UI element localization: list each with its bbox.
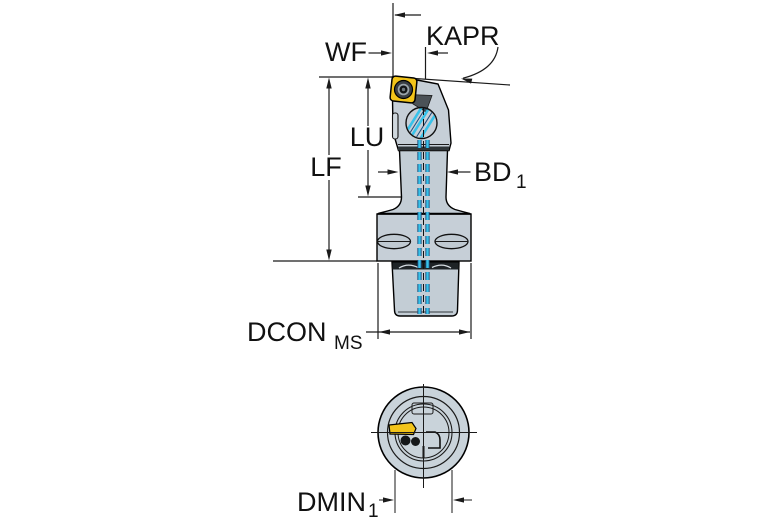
bottom-view	[371, 384, 477, 513]
screw-dot-left	[400, 435, 411, 446]
front-dimension-lines	[273, 3, 511, 339]
clamp-notch	[411, 402, 434, 415]
front-arrowheads	[326, 12, 473, 335]
dmin-left-arrowhead	[383, 497, 394, 503]
screw-dot-right	[411, 437, 420, 446]
coupling-groove-highlights	[398, 264, 452, 269]
tool-body	[376, 75, 472, 317]
dcon-label: DCON	[247, 317, 327, 347]
lf-top-arrowhead	[326, 77, 332, 89]
bd-right-arrowhead	[447, 169, 458, 175]
bottom-dimension-lines	[371, 384, 477, 513]
tool-shank	[377, 149, 471, 215]
wf-arrowhead	[381, 50, 392, 56]
centerline-arrowhead	[427, 50, 438, 56]
dcon-left-arrowhead	[379, 329, 390, 335]
coolant-channel	[417, 108, 430, 316]
head-joint-band	[398, 146, 449, 151]
top-left-arrowhead	[394, 12, 405, 18]
coolant-jet-stripes	[406, 108, 437, 138]
dcon-right-arrowhead	[459, 329, 470, 335]
dmin-label-subscript: 1	[368, 501, 379, 522]
bd-label-subscript: 1	[516, 172, 527, 193]
flange-slots	[376, 233, 469, 250]
kapr-label: KAPR	[426, 21, 500, 51]
front-view	[273, 3, 511, 339]
lu-label: LU	[350, 122, 385, 152]
lf-bottom-arrowhead	[326, 249, 332, 261]
bd-left-arrowhead	[387, 169, 399, 175]
lf-label: LF	[310, 152, 342, 182]
kapr-angle-arc	[462, 46, 499, 79]
dmin-right-arrowhead	[453, 497, 464, 503]
kapr-arc-arrowhead	[461, 78, 473, 84]
wf-label: WF	[325, 37, 367, 67]
bottom-arrowheads	[383, 497, 464, 503]
bd-label: BD	[474, 157, 512, 187]
pocket-circle	[405, 106, 438, 140]
insert-screw	[393, 79, 414, 100]
clamp-slot	[391, 112, 399, 140]
lu-top-arrowhead	[365, 77, 371, 89]
dimension-labels: WF KAPR LU LF BD 1 DCON MS DMIN 1	[247, 21, 527, 522]
dcon-label-subscript: MS	[334, 333, 363, 354]
lu-bottom-arrowhead	[365, 185, 371, 197]
dmin-label: DMIN	[297, 487, 366, 517]
